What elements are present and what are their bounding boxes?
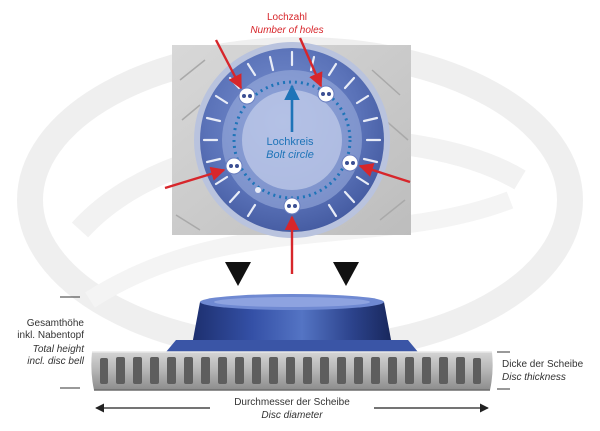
bolt-circle-label-en: Bolt circle bbox=[266, 149, 314, 161]
height-label-de-2: inkl. Nabentopf bbox=[17, 330, 84, 341]
height-label-en-1: Total height bbox=[32, 344, 84, 355]
bolt-circle-label-de: Lochkreis bbox=[266, 136, 314, 148]
height-label-en-2: incl. disc bell bbox=[27, 356, 84, 367]
diameter-label-en: Disc diameter bbox=[261, 410, 323, 421]
thickness-label-en: Disc thickness bbox=[502, 372, 566, 383]
holes-label-en: Number of holes bbox=[250, 25, 324, 36]
height-label-de-1: Gesamthöhe bbox=[26, 318, 84, 329]
thickness-label-de: Dicke der Scheibe bbox=[502, 359, 584, 370]
alignment-triangles bbox=[225, 262, 359, 286]
diameter-label-de: Durchmesser der Scheibe bbox=[234, 397, 350, 408]
holes-pointer-arrows bbox=[164, 37, 411, 274]
brake-disc bbox=[91, 294, 493, 391]
hub-photo bbox=[172, 42, 411, 238]
holes-label-de: Lochzahl bbox=[266, 12, 308, 23]
dimension-ticks bbox=[60, 296, 510, 390]
